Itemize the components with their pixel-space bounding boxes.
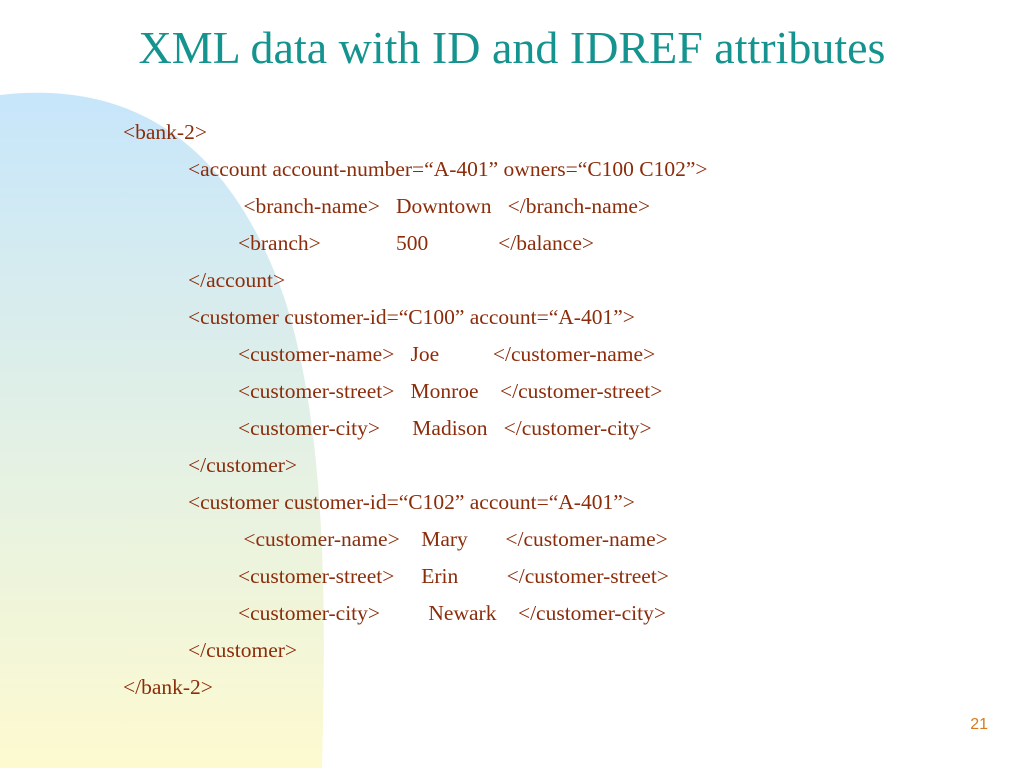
code-line-customer-close-1: </customer> [188, 453, 298, 477]
code-line-customer-street-monroe: <customer-street> Monroe </customer-stre… [238, 379, 663, 403]
code-line-customer-name-mary: <customer-name> Mary </customer-name> [238, 527, 668, 551]
code-line-customer-street-erin: <customer-street> Erin </customer-street… [238, 564, 669, 588]
slide-title: XML data with ID and IDREF attributes [138, 22, 886, 73]
code-line-customer-close-2: </customer> [188, 638, 298, 662]
code-line-customer-name-joe: <customer-name> Joe </customer-name> [238, 342, 656, 366]
code-line-customer-city-newark: <customer-city> Newark </customer-city> [238, 601, 666, 625]
page-number: 21 [970, 716, 988, 733]
code-line-bank-open: <bank-2> [123, 120, 207, 144]
code-line-branch-balance: <branch> 500 </balance> [238, 231, 594, 255]
code-line-customer-city-madison: <customer-city> Madison </customer-city> [238, 416, 652, 440]
code-line-customer-c100-open: <customer customer-id=“C100” account=“A-… [188, 305, 635, 329]
code-line-customer-c102-open: <customer customer-id=“C102” account=“A-… [188, 490, 635, 514]
code-line-bank-close: </bank-2> [123, 675, 213, 699]
code-line-branch-name: <branch-name> Downtown </branch-name> [238, 194, 651, 218]
code-line-account-close: </account> [188, 268, 286, 292]
code-line-account-open: <account account-number=“A-401” owners=“… [188, 157, 708, 181]
